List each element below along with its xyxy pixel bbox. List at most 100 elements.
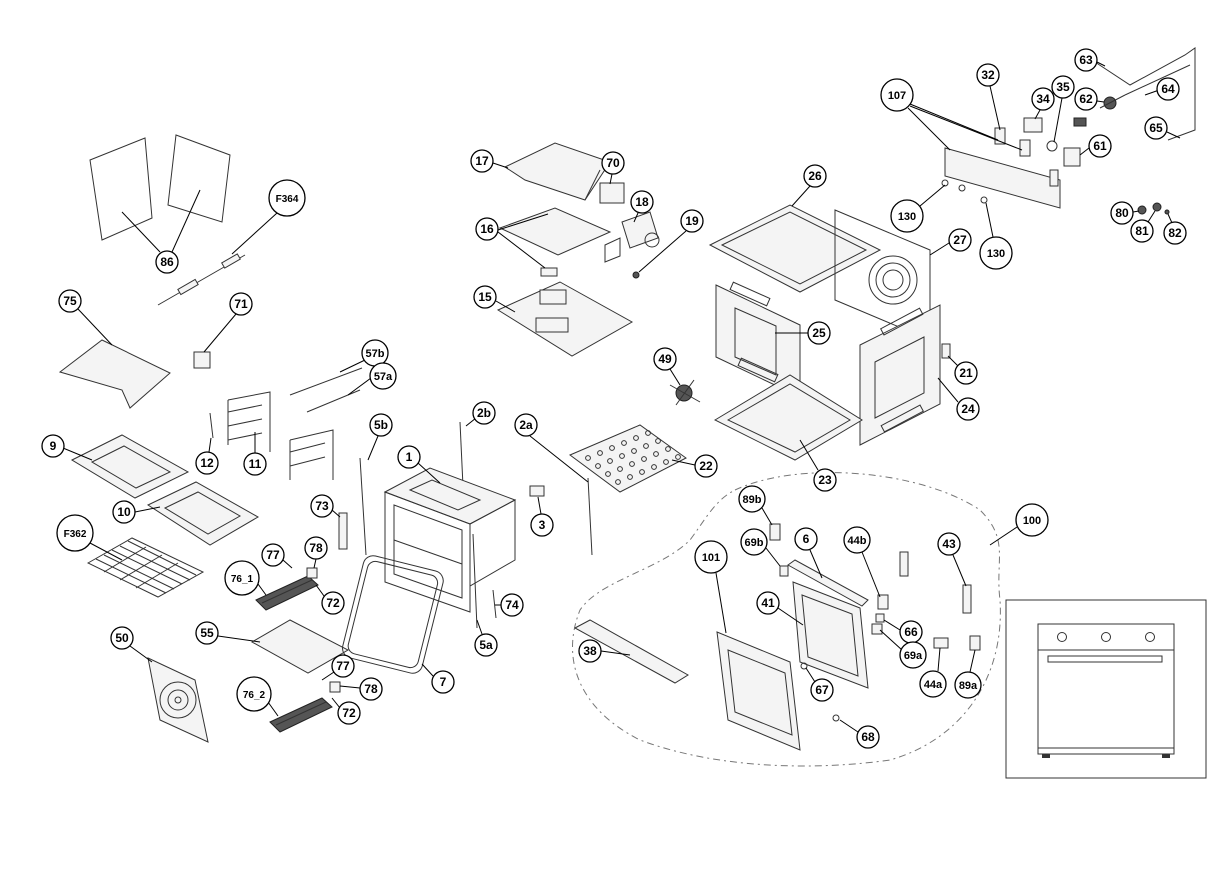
callout-label: 107 [888, 90, 906, 102]
callout-circle [236, 676, 272, 712]
leader-line-107 [907, 107, 951, 151]
door-group-boundary [572, 472, 1001, 767]
callout-label: 25 [812, 326, 826, 340]
grill-hole [627, 474, 633, 480]
clip-69b [779, 565, 789, 577]
callout-circle [500, 593, 524, 617]
leader-line-107 [909, 103, 999, 141]
callout-circle [310, 494, 334, 518]
callout-23: 23 [813, 468, 837, 492]
callout-circle [856, 725, 880, 749]
callout-label: 27 [953, 233, 967, 247]
wire-rack-F362 [86, 537, 205, 598]
callout-label: 70 [606, 156, 620, 170]
callout-circle [110, 626, 134, 650]
grill-hole [641, 456, 647, 462]
callout-circle [630, 190, 654, 214]
side-panels-86 [89, 134, 231, 241]
leader-line-35 [1053, 97, 1063, 143]
callout-circle [694, 454, 718, 478]
runner-76_1 [255, 575, 319, 611]
callout-label: 73 [315, 499, 329, 513]
callout-label: 34 [1036, 92, 1050, 106]
callout-72: 72 [321, 591, 345, 615]
screw-130a [941, 179, 949, 187]
callout-label: 65 [1149, 121, 1163, 135]
callout-22: 22 [694, 454, 718, 478]
callout-circle [112, 500, 136, 524]
callout-73: 73 [310, 494, 334, 518]
leader-line-24 [937, 377, 959, 403]
callout-89a: 89a [954, 671, 982, 699]
callout-label: 16 [480, 222, 494, 236]
plate-16 [498, 207, 612, 277]
callout-circle [1074, 87, 1098, 111]
bracket-71 [193, 351, 211, 369]
grill-hole [663, 459, 669, 465]
part-61 [1063, 147, 1081, 167]
screw-130c [980, 196, 988, 204]
leader-line-55 [217, 635, 261, 643]
callout-circle [337, 701, 361, 725]
callout-label: 6 [803, 532, 810, 546]
callout-81: 81 [1130, 219, 1154, 243]
callout-107: 107 [880, 78, 914, 112]
callout-75: 75 [58, 289, 82, 313]
callout-circle [243, 452, 267, 476]
clip-66 [875, 613, 885, 623]
callout-label: 9 [50, 439, 57, 453]
callout-circle [919, 670, 947, 698]
callout-circle [304, 536, 328, 560]
callout-circle [261, 543, 285, 567]
grill-hole [631, 448, 637, 454]
callout-circle [530, 513, 554, 537]
callout-label: 63 [1079, 53, 1093, 67]
part-81 [1152, 202, 1162, 212]
callout-77: 77 [331, 654, 355, 678]
callout-circle [331, 654, 355, 678]
callout-circle [738, 485, 766, 513]
callout-label: 2a [519, 418, 533, 432]
hinge-44b [877, 594, 889, 610]
callout-circle [810, 678, 834, 702]
callout-24: 24 [956, 397, 980, 421]
leader-line-130 [919, 184, 946, 207]
leader-line-27 [929, 242, 950, 256]
leader-line-69a [879, 629, 903, 651]
callout-circle [756, 591, 780, 615]
leader-line-32 [989, 85, 1001, 131]
callout-circle [843, 526, 871, 554]
leader-line-72 [331, 697, 341, 709]
callout-circle [195, 451, 219, 475]
callout-label: 44b [848, 535, 867, 547]
base-plate-15 [496, 281, 634, 357]
callout-89b: 89b [738, 485, 766, 513]
outer-glass-101 [716, 631, 801, 751]
callout-label: 18 [635, 195, 649, 209]
callout-label: 61 [1093, 139, 1107, 153]
leader-line-72 [315, 584, 325, 597]
callout-15: 15 [473, 285, 497, 309]
callout-circle [229, 292, 253, 316]
callout-F362: F362 [56, 514, 94, 552]
leader-line-61 [1079, 147, 1090, 156]
fastener-19 [632, 271, 640, 279]
grill-hole [621, 440, 627, 446]
callout-circle [369, 362, 397, 390]
callout-label: 19 [685, 214, 699, 228]
grill-hole [643, 443, 649, 449]
parts-layer [58, 47, 1207, 779]
callout-76_2: 76_2 [236, 676, 272, 712]
grill-hole [585, 455, 591, 461]
callout-circle [397, 445, 421, 469]
callout-label: 2b [477, 406, 491, 420]
leader-line-21 [947, 355, 959, 367]
callout-68: 68 [856, 725, 880, 749]
callout-label: 77 [266, 548, 280, 562]
callout-circle [601, 151, 625, 175]
leader-line-26 [791, 185, 811, 207]
screw-12 [209, 412, 214, 439]
callout-1: 1 [397, 445, 421, 469]
control-panel-107 [944, 127, 1061, 209]
